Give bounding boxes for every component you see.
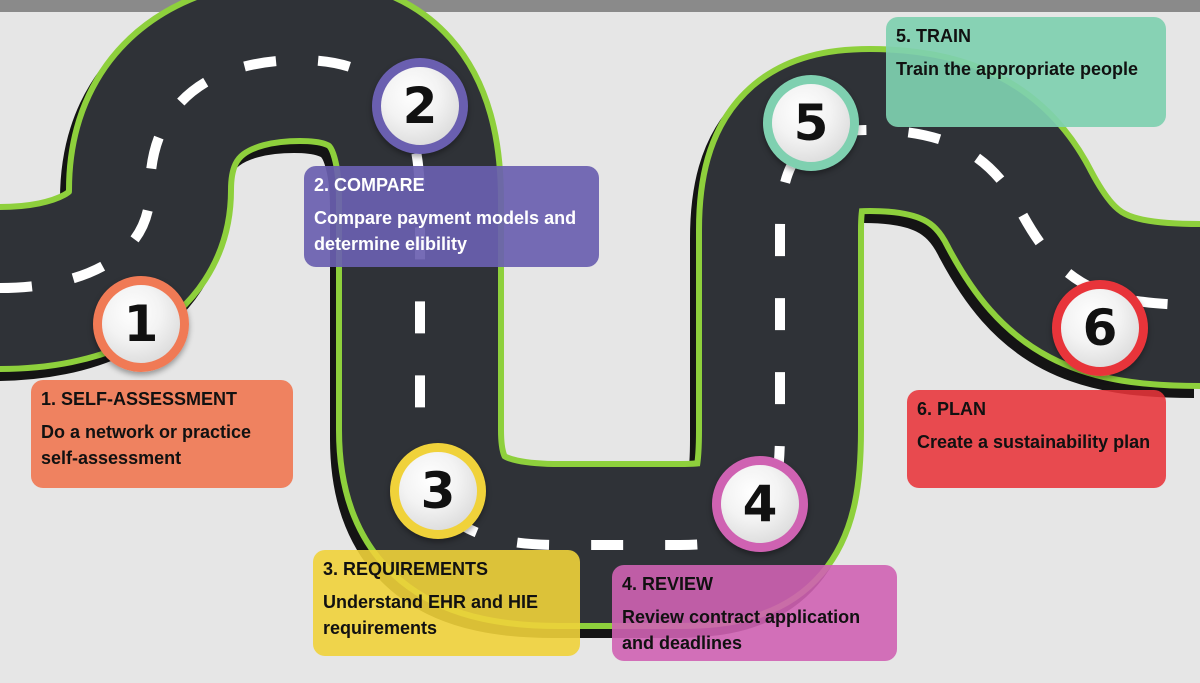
step-5-title: 5. TRAIN	[896, 26, 972, 46]
step-2-card: 2. COMPARE Compare payment models and de…	[304, 166, 599, 267]
step-6-number: 6	[1082, 299, 1118, 357]
step-2-number: 2	[402, 77, 438, 135]
step-4-card: 4. REVIEW Review contract application an…	[612, 565, 897, 661]
step-5-description: Train the appropriate people	[896, 59, 1139, 79]
step-5-marker: 5	[763, 75, 859, 171]
step-3-description: Understand EHR and HIE requirements	[323, 592, 539, 638]
step-3-title: 3. REQUIREMENTS	[323, 559, 489, 579]
step-6-description: Create a sustainability plan	[917, 432, 1151, 452]
step-2-description: Compare payment models and determine eli…	[314, 208, 577, 254]
step-1-card: 1. SELF-ASSESSMENT Do a network or pract…	[31, 380, 293, 488]
step-6-card: 6. PLAN Create a sustainability plan	[907, 390, 1166, 488]
step-1-marker: 1	[93, 276, 189, 372]
step-4-marker: 4	[712, 456, 808, 552]
step-3-number: 3	[420, 462, 456, 520]
step-5-card: 5. TRAIN Train the appropriate people	[886, 17, 1166, 127]
step-6-title: 6. PLAN	[917, 399, 987, 419]
step-4-title: 4. REVIEW	[622, 574, 714, 594]
step-3-marker: 3	[390, 443, 486, 539]
step-2-title: 2. COMPARE	[314, 175, 425, 195]
step-1-number: 1	[123, 295, 159, 353]
step-3-card: 3. REQUIREMENTS Understand EHR and HIE r…	[313, 550, 580, 656]
step-2-marker: 2	[372, 58, 468, 154]
step-5-number: 5	[793, 94, 829, 152]
step-6-marker: 6	[1052, 280, 1148, 376]
step-4-description: Review contract application and deadline…	[622, 607, 861, 653]
step-4-number: 4	[742, 475, 778, 533]
step-1-description: Do a network or practice self-assessment	[41, 422, 252, 468]
step-1-title: 1. SELF-ASSESSMENT	[41, 389, 238, 409]
